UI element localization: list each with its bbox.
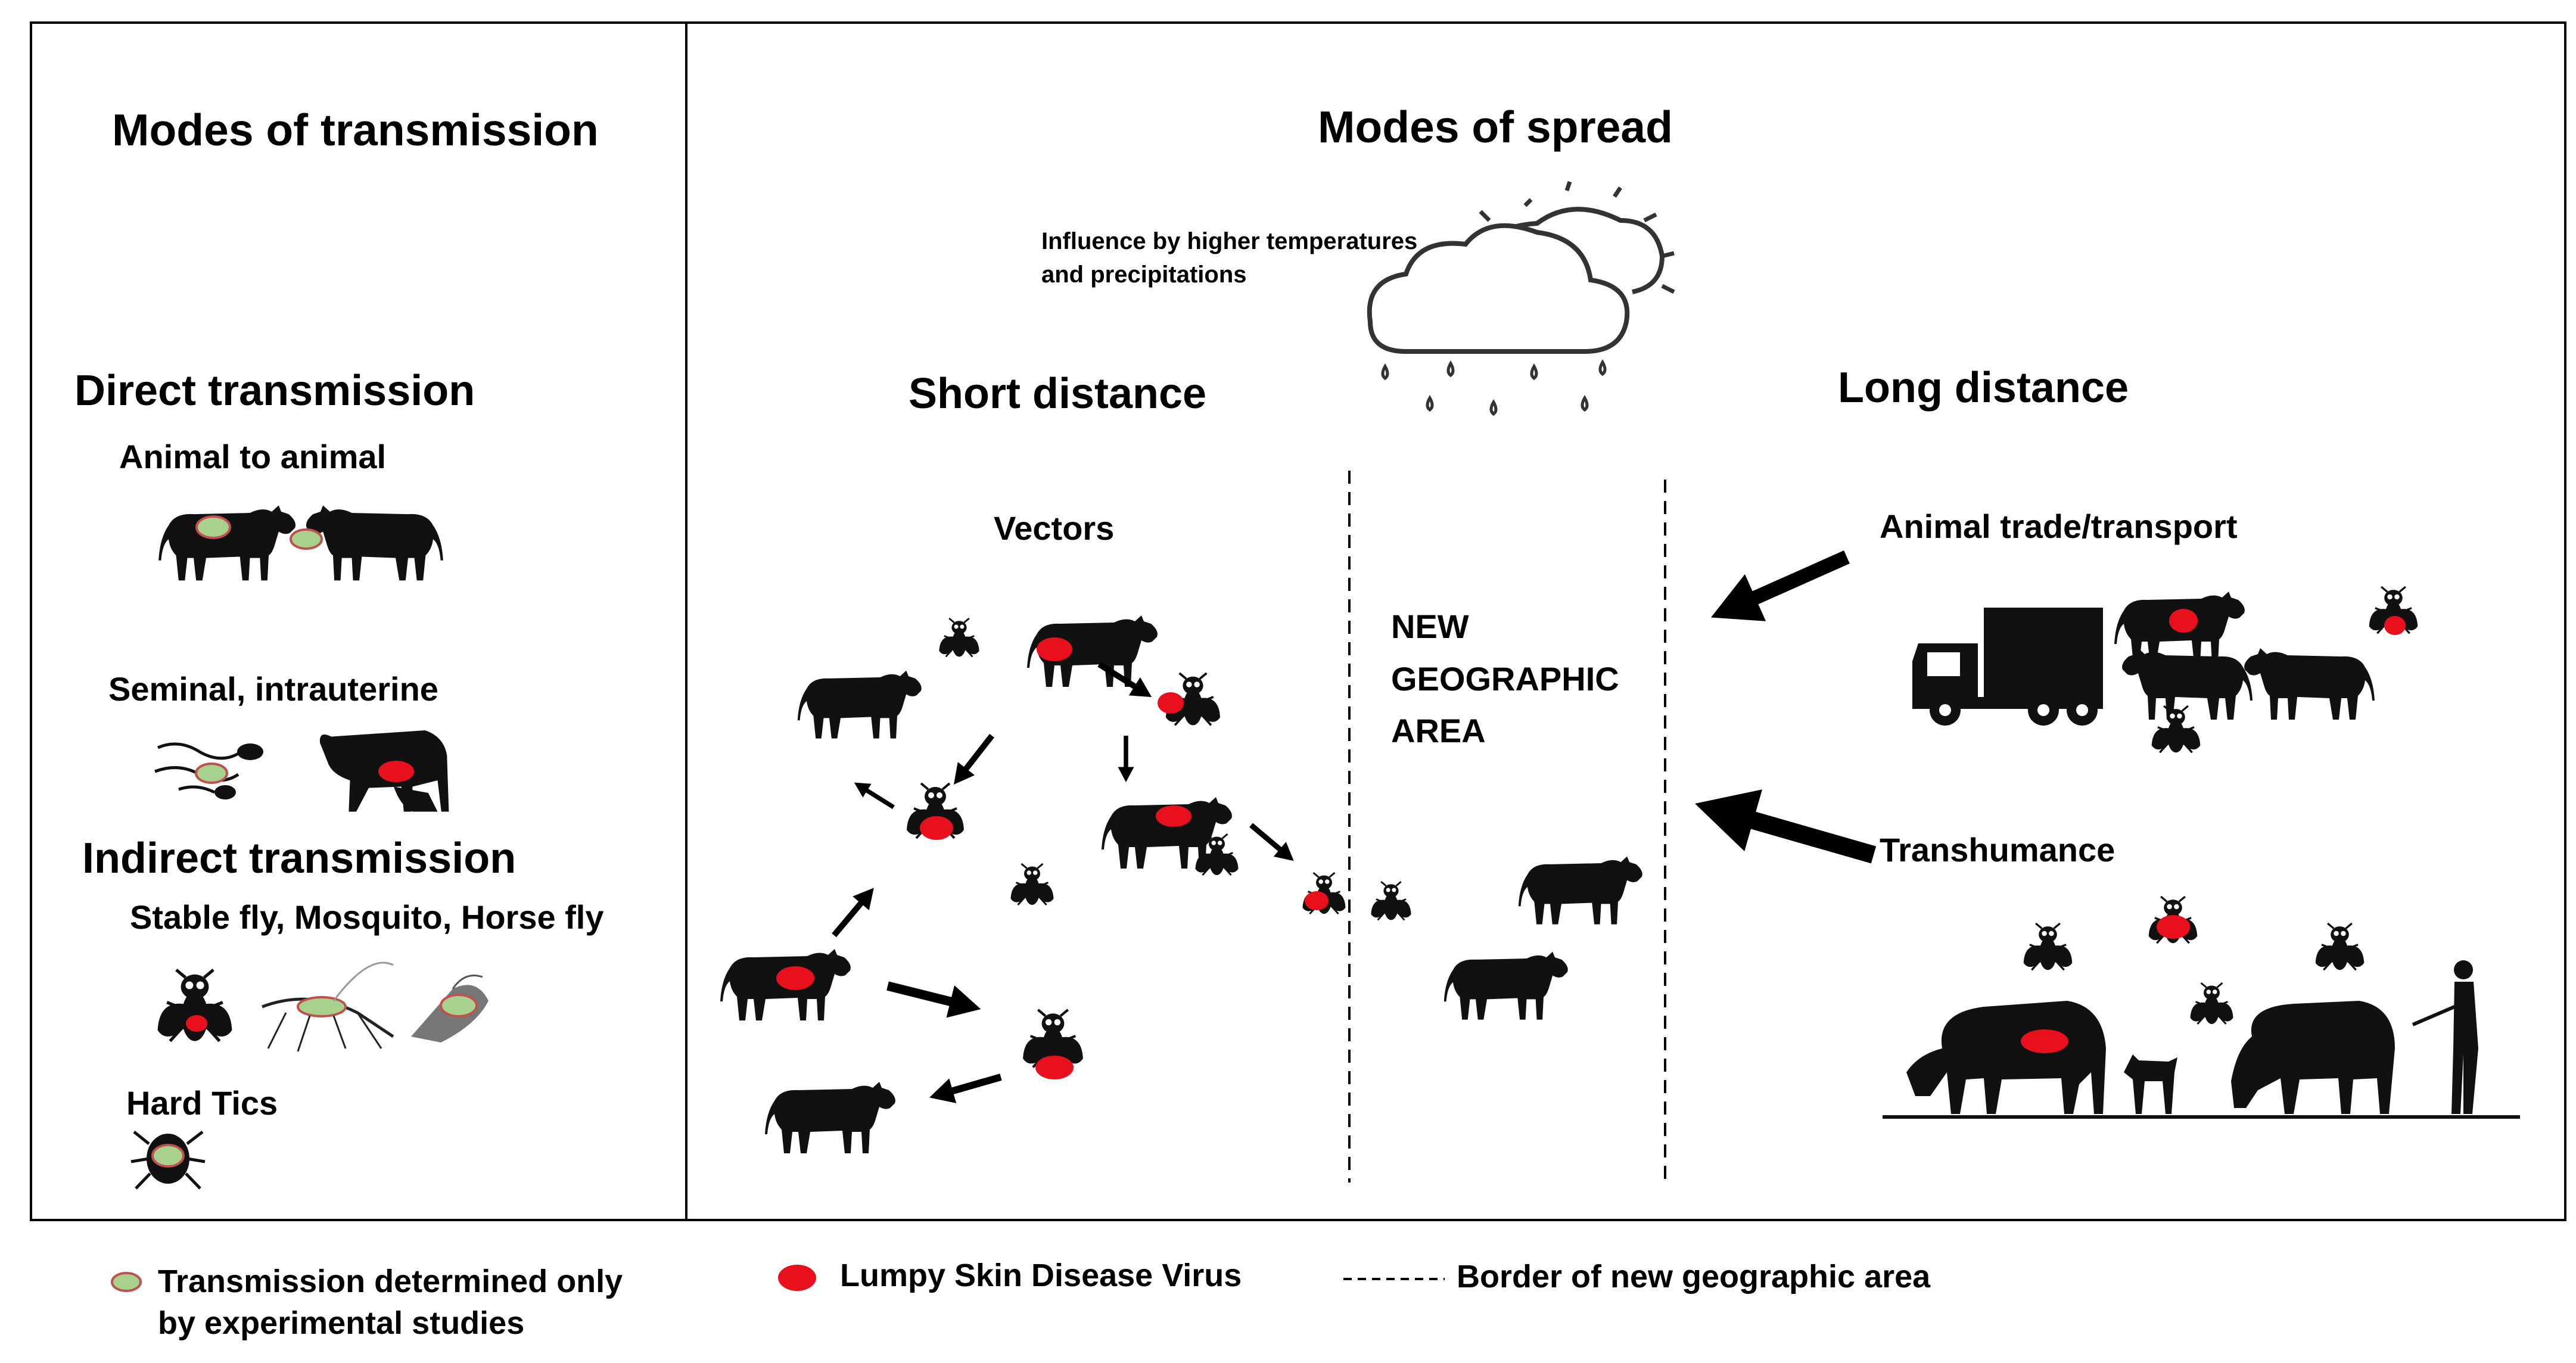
legend-border-label: Border of new geographic area: [1457, 1259, 1931, 1294]
fly-icon: [2022, 922, 2074, 971]
vectors-list-label: Stable fly, Mosquito, Horse fly: [130, 898, 604, 936]
weather-note-line1: Influence by higher temperatures: [1041, 228, 1418, 254]
virus-marker: [1158, 692, 1184, 714]
cow-icon: [2244, 648, 2375, 720]
legend-virus-marker: [778, 1265, 816, 1291]
virus-marker: [2169, 609, 2198, 633]
horse-fly-icon: [411, 975, 489, 1043]
animal-to-animal-label: Animal to animal: [119, 438, 387, 475]
left-panel-title: Modes of transmission: [112, 105, 599, 155]
herder-icon: [2412, 960, 2478, 1114]
new-area-line1: NEW: [1391, 608, 1469, 645]
virus-marker: [2157, 915, 2190, 939]
experimental-marker: [290, 528, 323, 550]
experimental-marker: [195, 515, 231, 539]
legend-virus-label: Lumpy Skin Disease Virus: [840, 1258, 1242, 1293]
cow-icon: [765, 1082, 895, 1153]
legend-experimental-marker: [111, 1272, 142, 1292]
seminal-label: Seminal, intrauterine: [108, 670, 438, 708]
cow-icon: [1906, 1001, 2106, 1114]
cow-icon: [1443, 951, 1568, 1020]
new-area-line2: GEOGRAPHIC: [1391, 660, 1619, 698]
long-distance-heading: Long distance: [1838, 364, 2129, 412]
virus-marker: [1035, 1056, 1074, 1079]
arrow-icon: [1118, 736, 1134, 782]
virus-marker: [776, 966, 814, 990]
virus-marker: [1037, 637, 1072, 661]
arrow-icon: [1686, 773, 1883, 886]
cow-icon: [2231, 1001, 2395, 1114]
weather-note-line2: and precipitations: [1041, 262, 1247, 288]
vectors-label: Vectors: [994, 509, 1115, 547]
fly-icon: [1010, 863, 1054, 906]
arrow-icon: [945, 729, 1000, 791]
legend-experimental-line1: Transmission determined only: [158, 1264, 623, 1299]
cow-icon: [797, 670, 922, 739]
arrow-icon: [926, 1065, 1004, 1110]
cow-icon: [2122, 648, 2253, 720]
tick-icon: [130, 1131, 206, 1190]
truck-icon: [1912, 608, 2103, 726]
rain-icon: [1381, 359, 1607, 416]
arrow-icon: [1700, 534, 1857, 641]
arrow-icon: [826, 881, 882, 942]
virus-marker: [920, 816, 953, 840]
direct-transmission-heading: Direct transmission: [74, 367, 475, 415]
virus-marker: [378, 761, 414, 782]
new-area-line3: AREA: [1391, 712, 1486, 749]
virus-marker: [1305, 891, 1329, 910]
fly-icon: [938, 617, 980, 658]
virus-marker: [2384, 616, 2406, 635]
virus-marker: [186, 1015, 207, 1032]
short-distance-heading: Short distance: [909, 370, 1207, 418]
arrow-icon: [850, 776, 898, 814]
indirect-transmission-heading: Indirect transmission: [82, 835, 517, 882]
virus-marker: [2021, 1029, 2068, 1053]
fly-icon: [1370, 880, 1413, 921]
fly-icon: [2189, 982, 2234, 1025]
diagram-frame: [30, 21, 2566, 1221]
arrow-icon: [1245, 818, 1301, 869]
fly-icon: [2150, 705, 2202, 754]
virus-marker: [1156, 805, 1191, 827]
cow-icon: [158, 505, 296, 581]
goat-icon: [2124, 1054, 2177, 1114]
cloud-sun-icon: [1367, 181, 1675, 354]
fly-icon: [2314, 922, 2366, 971]
transhumance-label: Transhumance: [1880, 831, 2115, 869]
sperm-icon: [154, 742, 263, 799]
cow-icon: [306, 505, 443, 581]
animal-trade-label: Animal trade/transport: [1880, 508, 2238, 545]
ticks-label: Hard Tics: [126, 1084, 278, 1122]
right-panel-title: Modes of spread: [1318, 102, 1673, 152]
arrow-icon: [883, 970, 985, 1025]
mosquito-icon: [262, 961, 394, 1052]
cow-icon: [1518, 856, 1642, 925]
legend-experimental-line2: by experimental studies: [158, 1305, 525, 1341]
